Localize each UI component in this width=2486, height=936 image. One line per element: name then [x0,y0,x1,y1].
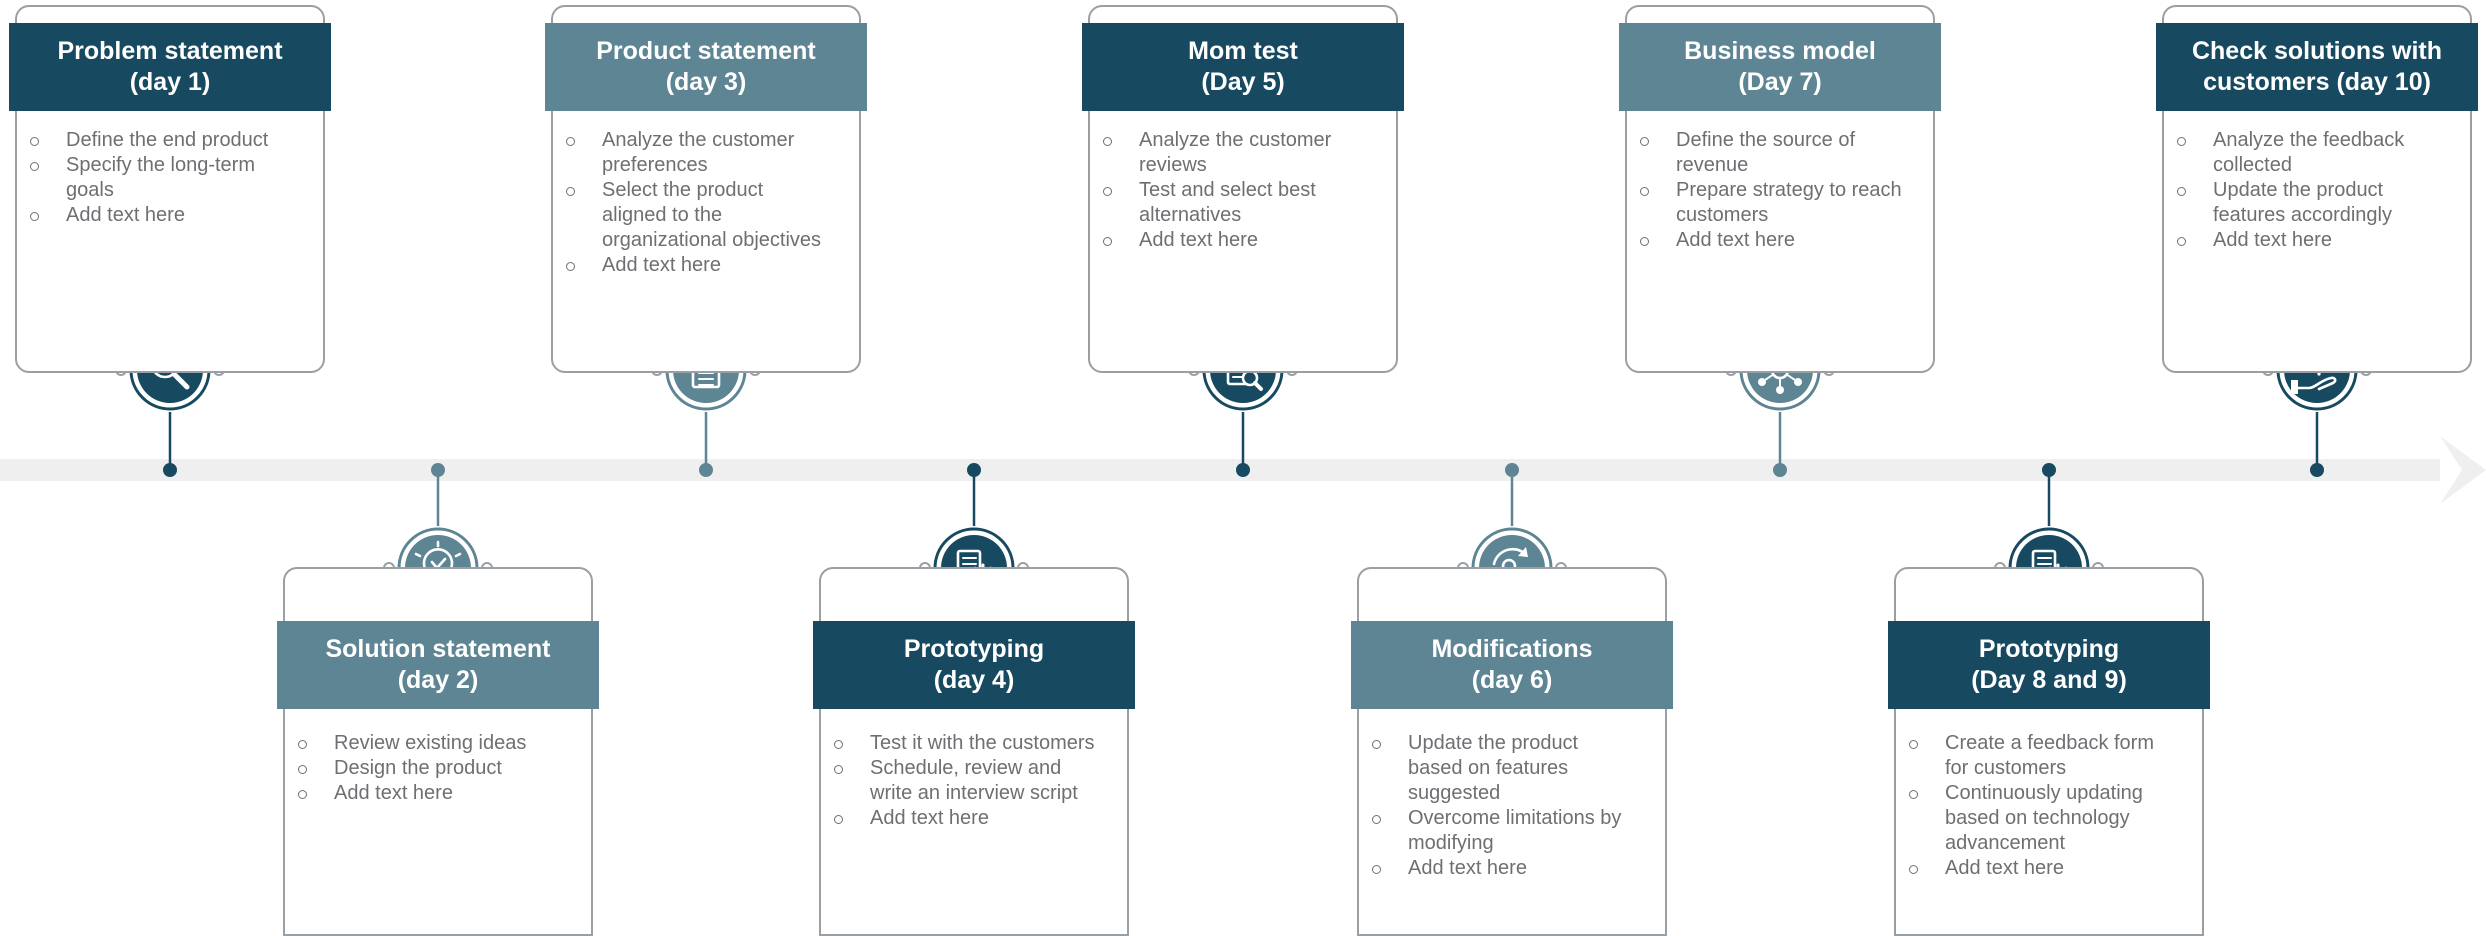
step-5-timeline-dot [1236,463,1250,477]
step-9-timeline-dot [2310,463,2324,477]
list-item: Create a feedback form for customers [1905,731,2175,781]
list-item: Review existing ideas [294,731,564,756]
list-item: Add text here [1099,228,1369,253]
list-item: Update the product based on features sug… [1368,731,1638,806]
step-3-title-line1: Product statement [596,37,816,65]
list-item: Add text here [1636,228,1906,253]
list-item: Add text here [562,253,832,278]
step-5-title-line2: (Day 5) [1201,68,1285,96]
step-8-title-line1: Prototyping [1978,635,2120,663]
list-item: Schedule, review and write an interview … [830,756,1100,806]
step-7-timeline-dot [1773,463,1787,477]
step-1-timeline-dot [163,463,177,477]
step-8-timeline-dot [2042,463,2056,477]
list-item: Update the product features accordingly [2173,178,2443,228]
step-6-timeline-dot [1505,463,1519,477]
step-3-title-line2: (day 3) [665,68,747,96]
list-item: Select the product aligned to the organi… [562,178,832,253]
step-6-title-line1: Modifications [1431,635,1593,663]
step-1-title-line1: Problem statement [57,37,283,65]
step-8-title-line2: (Day 8 and 9) [1971,666,2127,694]
step-2-title: Solution statement (day 2) [277,621,599,709]
timeline-bar [0,459,2440,481]
list-item: Test and select best alternatives [1099,178,1369,228]
list-item: Specify the long-term goals [26,153,296,203]
list-item: Analyze the feedback collected [2173,128,2443,178]
step-9-title-line2: customers (day 10) [2203,68,2431,96]
timeline-arrow-head [2440,436,2486,504]
step-2-title-line2: (day 2) [397,666,479,694]
list-item: Add text here [1368,856,1638,881]
list-item: Define the end product [26,128,296,153]
step-3-timeline-dot [699,463,713,477]
step-4-timeline-dot [967,463,981,477]
step-6-title: Modifications (day 6) [1351,621,1673,709]
step-5-title-line1: Mom test [1188,37,1298,65]
step-7-title-line2: (Day 7) [1738,68,1822,96]
list-item: Add text here [1905,856,2175,881]
list-item: Prepare strategy to reach customers [1636,178,1906,228]
step-7-title: Business model (Day 7) [1619,23,1941,111]
step-2-title-line1: Solution statement [325,635,551,663]
step-4-title-line1: Prototyping [903,635,1045,663]
step-8-title: Prototyping (Day 8 and 9) [1888,621,2210,709]
list-item: Continuously updating based on technolog… [1905,781,2175,856]
step-2-timeline-dot [431,463,445,477]
list-item: Overcome limitations by modifying [1368,806,1638,856]
list-item: Define the source of revenue [1636,128,1906,178]
step-6-title-line2: (day 6) [1471,666,1553,694]
list-item: Analyze the customer preferences [562,128,832,178]
list-item: Add text here [26,203,296,228]
step-5-title: Mom test (Day 5) [1082,23,1404,111]
list-item: Test it with the customers [830,731,1100,756]
list-item: Add text here [2173,228,2443,253]
step-1-title: Problem statement (day 1) [9,23,331,111]
step-9-title-line1: Check solutions with [2191,37,2443,65]
step-4-title: Prototyping (day 4) [813,621,1135,709]
step-6-bullet-list: Update the product based on features sug… [1368,731,1638,881]
step-7-title-line1: Business model [1684,37,1876,65]
list-item: Add text here [294,781,564,806]
step-3-title: Product statement (day 3) [545,23,867,111]
step-1-title-line2: (day 1) [129,68,211,96]
step-9-title: Check solutions with customers (day 10) [2156,23,2478,111]
list-item: Add text here [830,806,1100,831]
step-4-title-line2: (day 4) [933,666,1015,694]
list-item: Design the product [294,756,564,781]
list-item: Analyze the customer reviews [1099,128,1369,178]
